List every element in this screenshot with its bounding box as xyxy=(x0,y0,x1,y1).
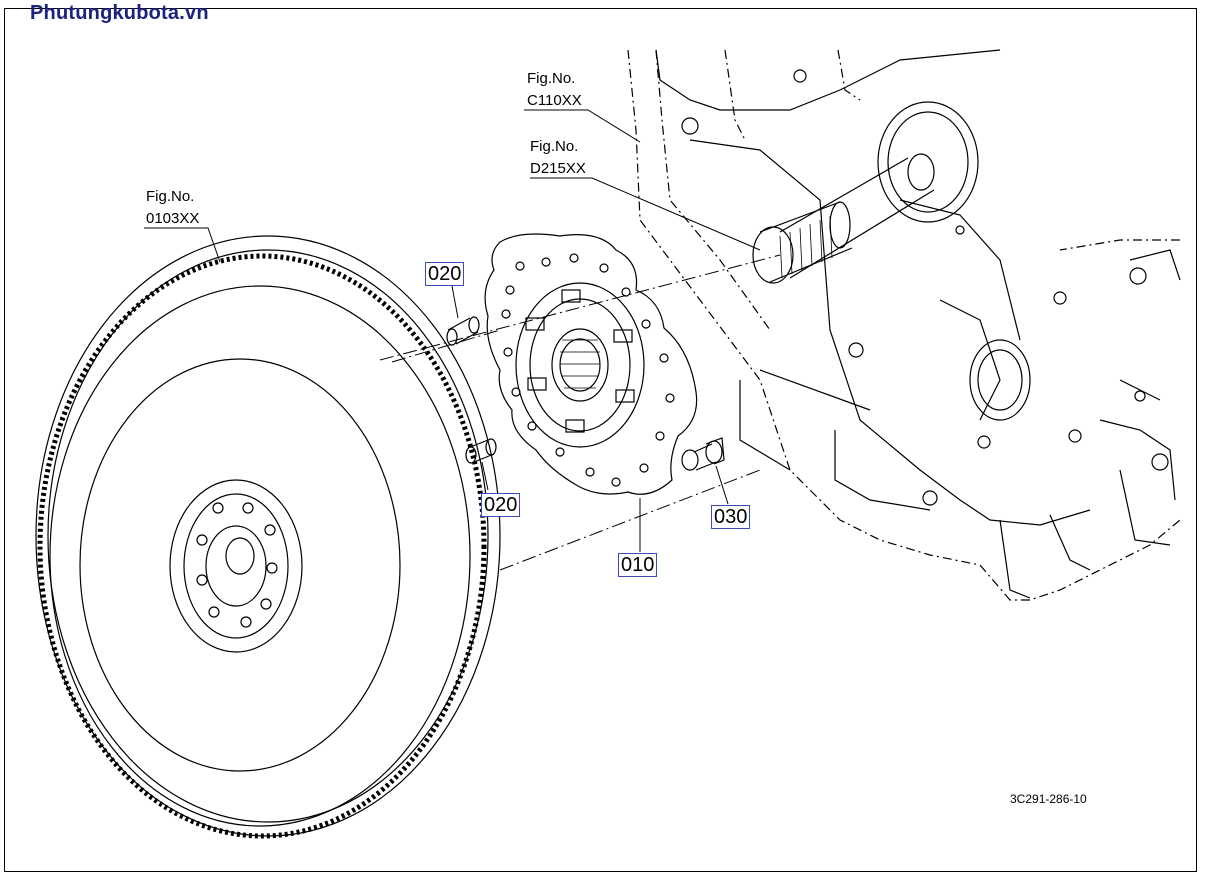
fig-ref-label: Fig.No. xyxy=(530,138,579,155)
bolt xyxy=(681,437,725,471)
part-callout-010[interactable]: 010 xyxy=(618,553,658,577)
flywheel xyxy=(35,235,501,839)
clutch-disc xyxy=(484,233,698,495)
part-callout-020-lower[interactable]: 020 xyxy=(481,493,521,517)
fig-ref-number: 0103XX xyxy=(146,210,200,227)
part-callout-020-upper[interactable]: 020 xyxy=(425,262,465,286)
part-callout-030[interactable]: 030 xyxy=(711,505,751,529)
fig-ref-number: C110XX xyxy=(527,92,582,109)
fig-ref-label: Fig.No. xyxy=(146,188,195,205)
engine-housing-solid xyxy=(655,49,1181,599)
drawing-frame xyxy=(4,8,1197,872)
dowel-pins xyxy=(446,316,497,464)
engine-housing xyxy=(627,49,1181,601)
fig-ref-c110xx[interactable]: Fig.No. C110XX xyxy=(527,68,582,112)
drawing-code: 3C291-286-10 xyxy=(1010,792,1087,806)
fig-ref-0103xx[interactable]: Fig.No. 0103XX xyxy=(146,186,199,230)
fig-ref-label: Fig.No. xyxy=(527,70,576,87)
fig-ref-number: D215XX xyxy=(530,160,586,177)
fig-ref-d215xx[interactable]: Fig.No. D215XX xyxy=(530,136,586,180)
watermark-logo: Phutungkubota.vn xyxy=(30,2,209,24)
